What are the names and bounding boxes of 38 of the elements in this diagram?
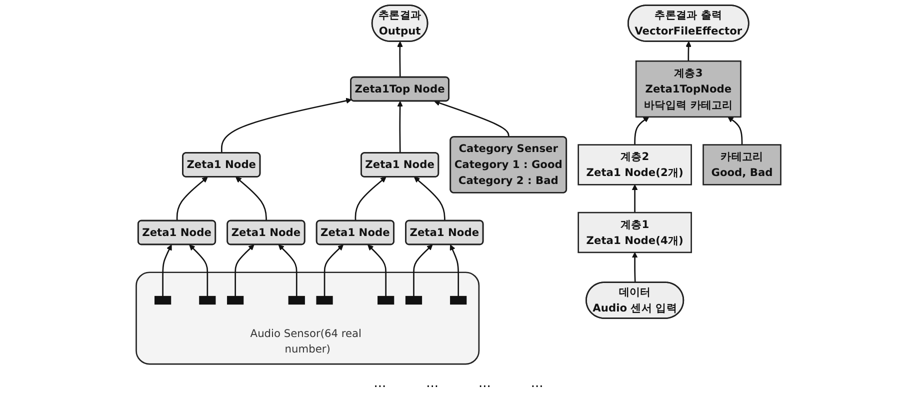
arrow [632, 252, 638, 283]
arrow [414, 176, 446, 221]
ellipsis-label: ... [426, 376, 438, 393]
node-box: 계층1 Zeta1 Node(4개) [578, 212, 692, 254]
arrow [413, 244, 433, 296]
arrow [278, 244, 298, 296]
node-box: 계층2 Zeta1 Node(2개) [578, 144, 692, 186]
arrow [162, 244, 172, 296]
node-box [154, 296, 172, 305]
node-box: 계층3 Zeta1TopNode 바닥입력 카테고리 [635, 60, 742, 118]
arrow [324, 244, 344, 296]
arrow [728, 116, 743, 145]
arrow [397, 41, 403, 78]
arrow [176, 176, 208, 221]
arrow [632, 184, 638, 213]
node-box [316, 296, 333, 305]
cluster: Audio Sensor(64 real number) [136, 272, 480, 365]
node-box [378, 296, 394, 305]
arrow [234, 244, 254, 296]
arrow [634, 116, 650, 145]
arrow [434, 100, 510, 138]
arrow [236, 176, 267, 221]
arrow [450, 244, 460, 296]
arrow [397, 101, 403, 154]
arrow [220, 98, 352, 154]
ellipsis-label: ... [374, 376, 386, 393]
node-box [450, 296, 467, 305]
node-box [288, 296, 305, 305]
node-box [405, 296, 422, 305]
ellipsis-label: ... [478, 376, 491, 393]
node-box [227, 296, 244, 305]
arrow [189, 244, 208, 296]
node-box [199, 296, 216, 305]
arrow [368, 244, 387, 296]
arrow [354, 176, 386, 221]
node-box: 카테고리 Good, Bad [702, 144, 782, 186]
ellipsis-label: ... [530, 376, 544, 393]
arrow [686, 41, 692, 62]
